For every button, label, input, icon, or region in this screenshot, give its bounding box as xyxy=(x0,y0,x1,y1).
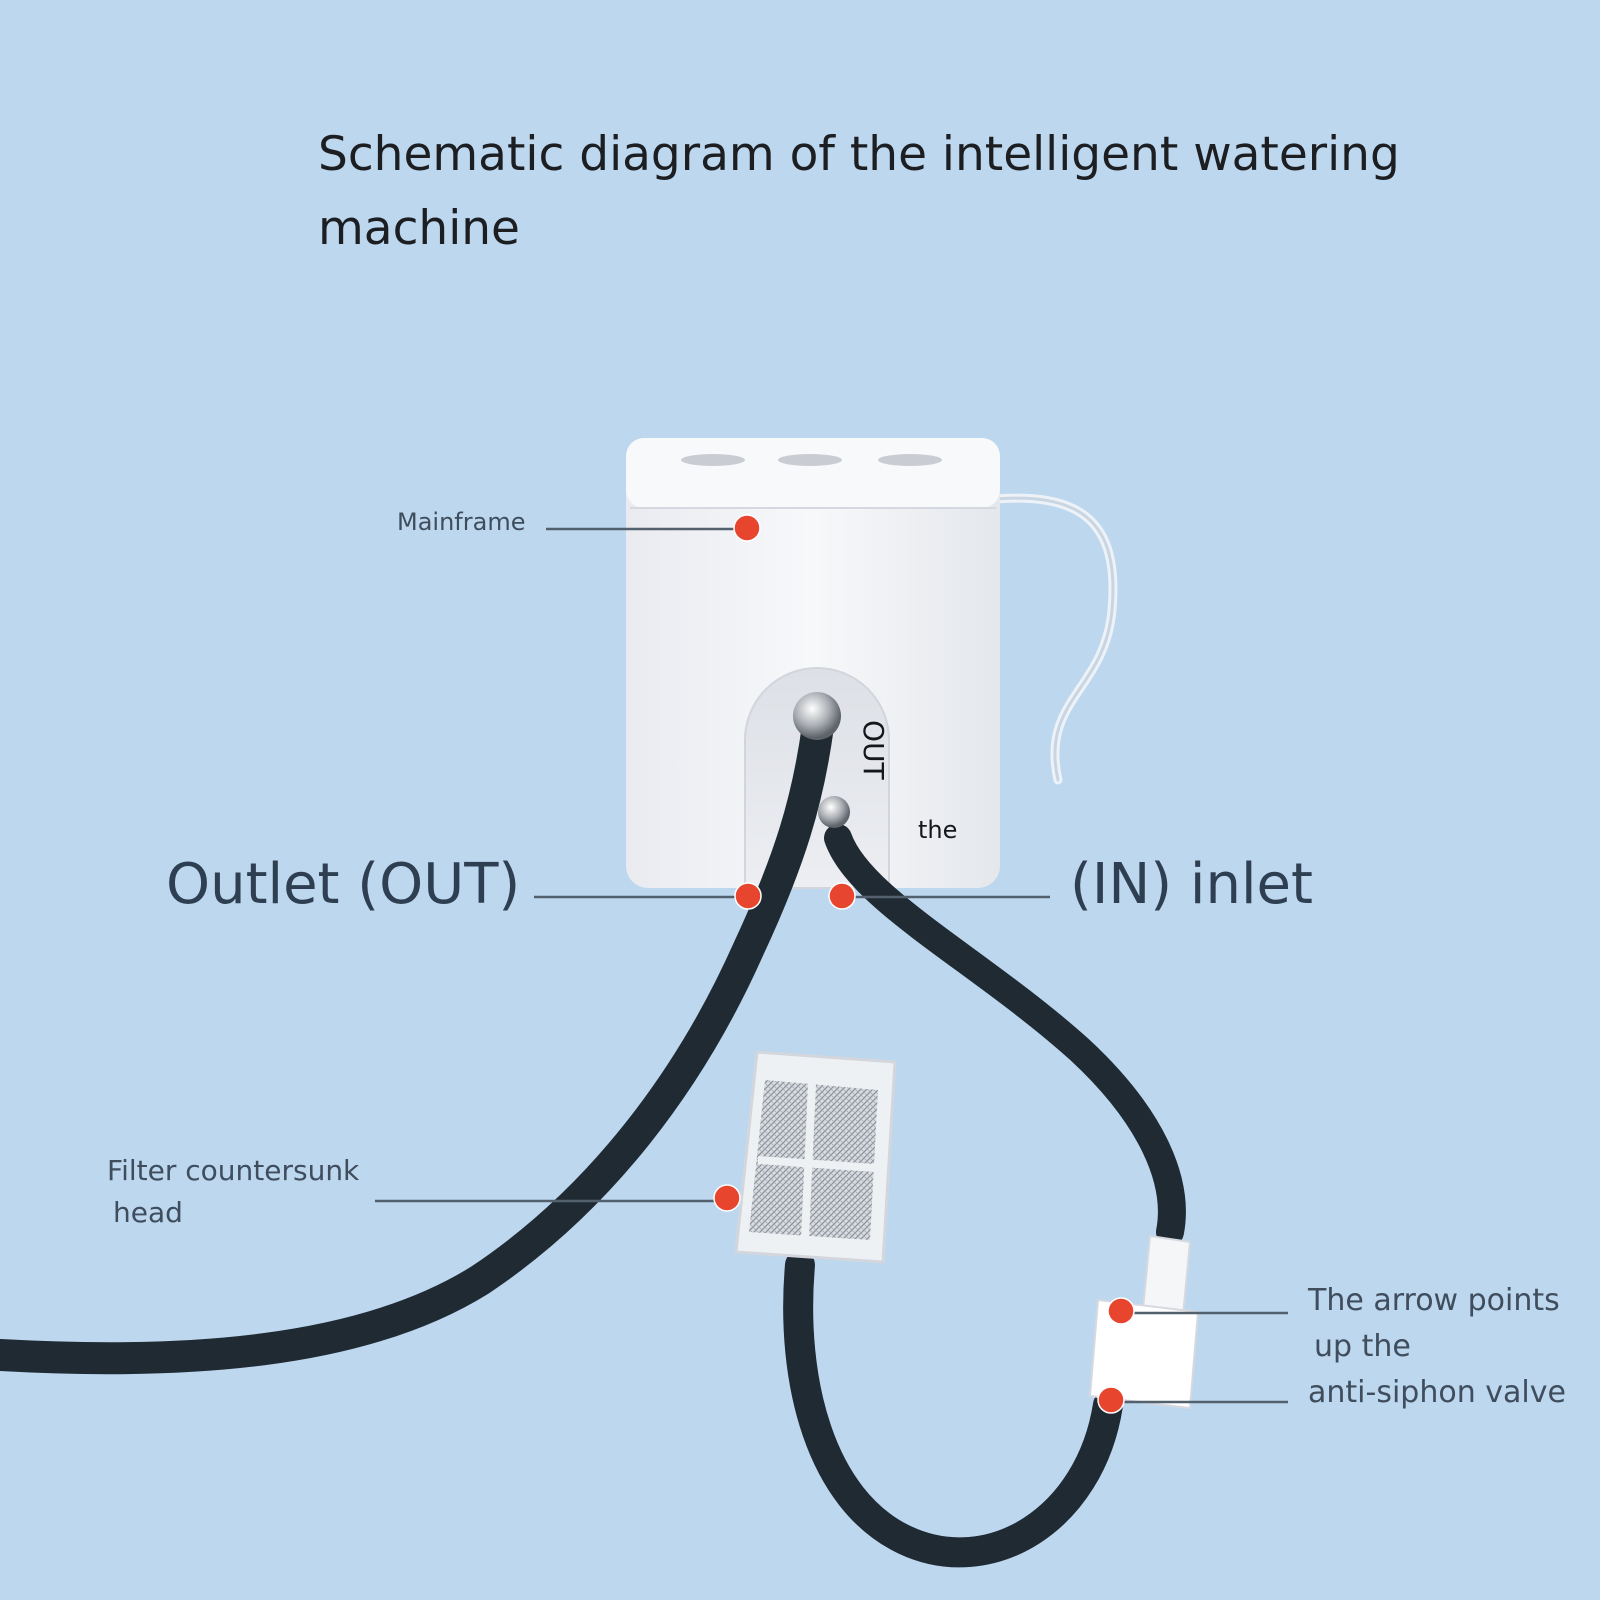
label-valve-line-1: The arrow points xyxy=(1308,1283,1560,1318)
port-out-label: OUT xyxy=(857,720,890,780)
label-anti-siphon-valve: The arrow points up the anti-siphon valv… xyxy=(1308,1278,1598,1416)
label-filter-line-2: head xyxy=(113,1196,183,1229)
label-inlet: (IN) inlet xyxy=(1070,852,1313,917)
anti-siphon-valve xyxy=(1088,1234,1200,1410)
marker-valve-top xyxy=(1107,1297,1135,1325)
label-valve-line-2: up the xyxy=(1314,1329,1411,1364)
inlet-nozzle xyxy=(818,796,850,828)
marker-outlet xyxy=(734,882,762,910)
inlet-tube xyxy=(824,824,1186,1246)
label-mainframe: Mainframe xyxy=(397,508,526,536)
marker-inlet xyxy=(828,882,856,910)
suction-tube xyxy=(783,1250,1123,1568)
marker-valve-bottom xyxy=(1097,1386,1125,1414)
label-outlet: Outlet (OUT) xyxy=(166,852,521,917)
diagram-title: Schematic diagram of the intelligent wat… xyxy=(318,127,1400,256)
clear-tube xyxy=(980,493,1118,785)
label-filter-line-1: Filter countersunk xyxy=(107,1154,360,1187)
label-filter-head: Filter countersunk head xyxy=(107,1150,407,1234)
port-in-label: the xyxy=(918,816,958,844)
label-valve-line-3: anti-siphon valve xyxy=(1308,1375,1566,1410)
filter-head xyxy=(734,1050,897,1264)
marker-mainframe xyxy=(733,514,761,542)
outlet-tube xyxy=(0,710,834,1375)
outlet-nozzle xyxy=(793,692,841,740)
marker-filter xyxy=(713,1184,741,1212)
